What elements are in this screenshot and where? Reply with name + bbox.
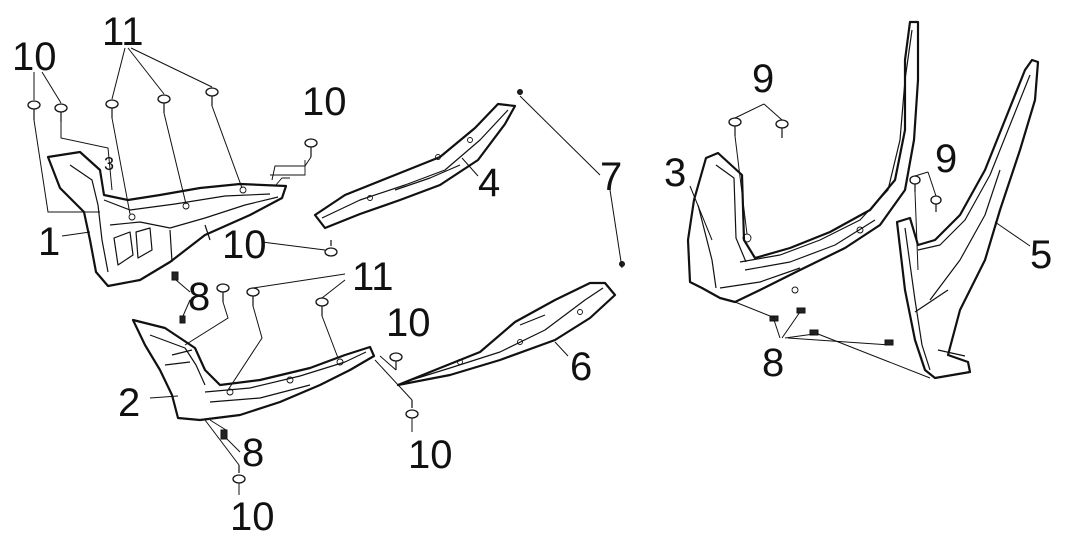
part-4-side-strip [313, 102, 517, 230]
callout-8-middle: 8 [188, 275, 210, 319]
screw-icon [728, 117, 742, 136]
screw-icon [405, 400, 419, 419]
callout-8-bottom: 8 [242, 431, 264, 475]
callout-10-upper: 10 [302, 80, 347, 124]
screw-icon [909, 175, 921, 192]
callout-9-right: 9 [935, 137, 957, 181]
clip-icon [179, 315, 186, 324]
leader-lines [33, 47, 1031, 495]
part-6-lower-side-strip [396, 281, 617, 387]
callout-2: 2 [118, 381, 140, 425]
callout-10-lower: 10 [408, 433, 453, 477]
callout-3-small: 3 [104, 154, 114, 174]
callout-9-top: 9 [752, 57, 774, 101]
screw-icon [27, 100, 41, 120]
callout-7: 7 [600, 155, 622, 199]
part-3-leg-shield-inner [686, 20, 920, 304]
screw-icon [232, 465, 246, 484]
callout-10-middle: 10 [222, 223, 267, 267]
callout-5: 5 [1030, 233, 1052, 277]
clip-icon [809, 329, 819, 336]
clip-icon [796, 307, 806, 314]
clip-icon [171, 271, 179, 281]
clip-icon [220, 429, 228, 440]
callout-3: 3 [664, 151, 686, 195]
callout-1: 1 [38, 220, 60, 264]
screw-icon [304, 138, 318, 157]
callout-11-top: 11 [102, 10, 144, 54]
part-1-left-floor-panel [46, 150, 306, 288]
screw-icon [54, 103, 68, 122]
clip-icon [517, 89, 523, 95]
part-5-leg-shield-outer [895, 58, 1040, 380]
screw-icon [105, 99, 119, 118]
callout-10-top-left: 10 [12, 35, 57, 79]
part-2-lower-floor-panel [131, 318, 376, 422]
callout-6: 6 [570, 345, 592, 389]
screw-icon [930, 195, 942, 212]
screw-icon [246, 287, 260, 306]
screw-icon [324, 240, 338, 257]
callout-labels: 10 11 10 3 1 10 8 11 4 7 10 2 6 8 10 10 … [12, 10, 1052, 539]
screw-icon [205, 87, 219, 106]
callout-8-right: 8 [762, 341, 784, 385]
screws-and-clips [27, 87, 942, 484]
screw-icon [775, 119, 789, 138]
screw-icon [216, 283, 230, 302]
screw-icon [315, 297, 329, 316]
callout-4: 4 [478, 161, 500, 205]
callout-10-right-middle: 10 [386, 301, 431, 345]
callout-11-middle: 11 [352, 255, 394, 299]
callout-10-bottom: 10 [230, 495, 275, 539]
screw-icon [157, 94, 171, 113]
screw-icon [389, 352, 403, 370]
